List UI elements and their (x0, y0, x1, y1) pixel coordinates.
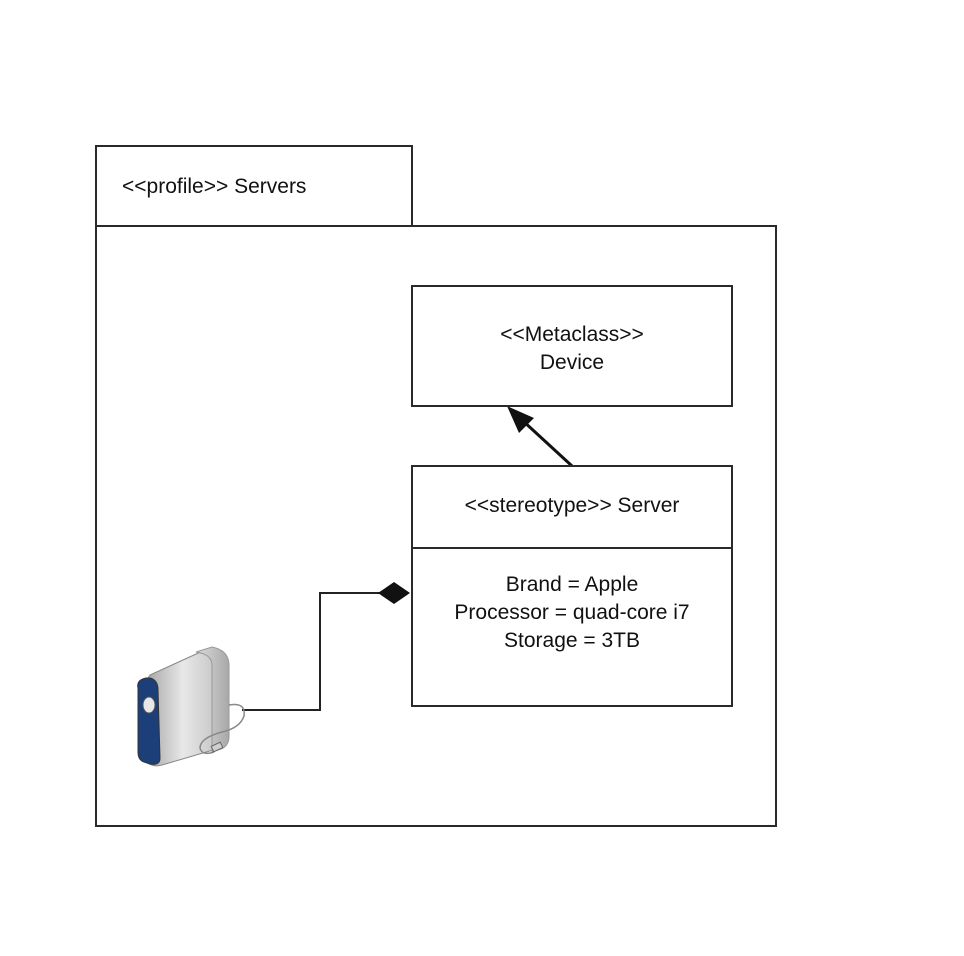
server-tower-icon (137, 646, 245, 767)
arrowhead-icon (507, 406, 534, 433)
attribute-brand: Brand = Apple (505, 573, 639, 596)
composition-link (242, 582, 410, 711)
stereotype-server[interactable]: <<stereotype>> Server Brand = Apple Proc… (411, 465, 733, 707)
stereotype-header: <<stereotype>> Server (413, 467, 731, 549)
package-tab: <<profile>> Servers (95, 145, 413, 227)
metaclass-device[interactable]: <<Metaclass>> Device (411, 285, 733, 407)
diamond-icon (378, 582, 410, 604)
attribute-processor: Processor = quad-core i7 (454, 601, 690, 624)
metaclass-name: Device (539, 351, 605, 374)
stereotype-title: <<stereotype>> Server (464, 494, 680, 517)
extension-arrow (507, 406, 574, 468)
attribute-list: Brand = Apple Processor = quad-core i7 S… (413, 571, 731, 655)
attribute-storage: Storage = 3TB (504, 629, 640, 652)
package-label: <<profile>> Servers (122, 175, 307, 198)
metaclass-stereotype: <<Metaclass>> (500, 323, 644, 346)
